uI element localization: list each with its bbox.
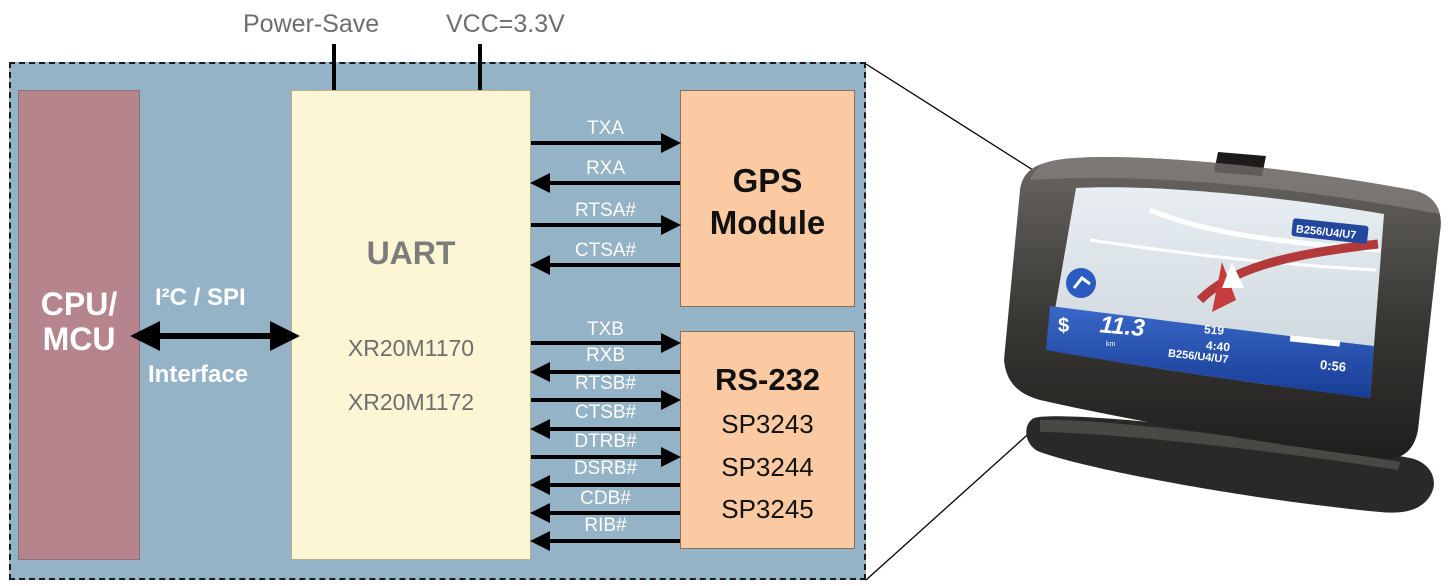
callout-line-top <box>866 64 1044 177</box>
device-distance-unit: km <box>1106 341 1116 348</box>
gps-device-illustration: B256/U4/U7 $ 11.3 km 519 4:40 B256/U4/U7… <box>1004 152 1441 513</box>
callout-line-bottom <box>866 428 1035 580</box>
device-next-distance: 519 <box>1203 322 1224 338</box>
device-distance: 11.3 <box>1099 311 1147 342</box>
device-dollar: $ <box>1058 315 1069 337</box>
device-remaining-time: 0:56 <box>1319 357 1346 375</box>
